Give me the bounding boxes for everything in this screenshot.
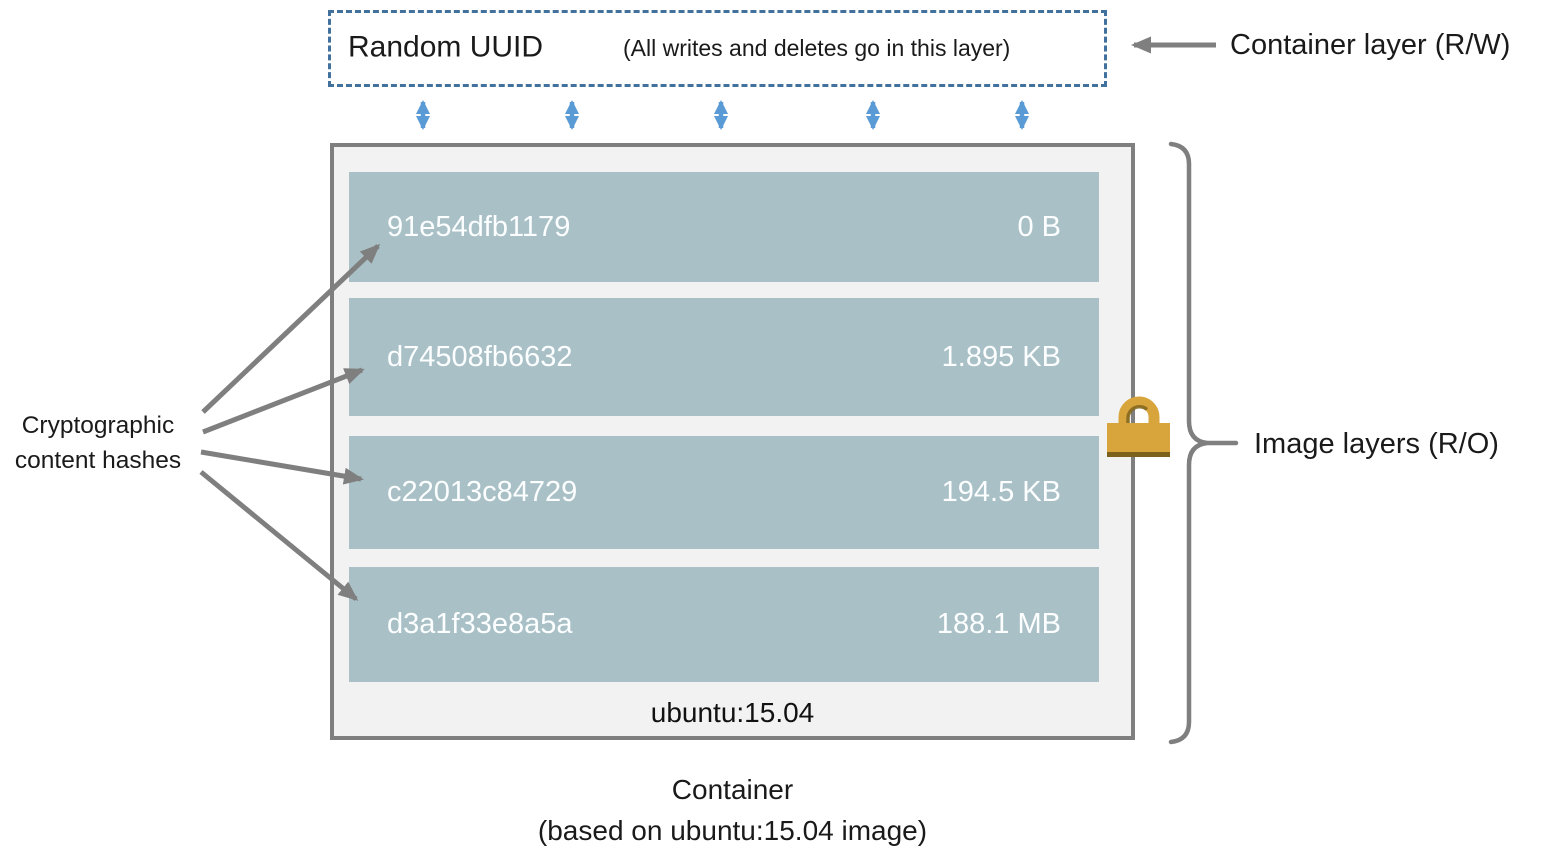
layer-hash: d3a1f33e8a5a [387,608,573,640]
crypto-hashes-label: Cryptographic content hashes [0,408,196,478]
container-layer-box: Random UUID (All writes and deletes go i… [328,10,1107,87]
container-layer-rw-label: Container layer (R/W) [1230,29,1511,61]
image-layer-row: 91e54dfb1179 0 B [349,172,1099,282]
image-layers-brace [1168,141,1239,745]
random-uuid-label: Random UUID [348,30,544,64]
image-layers-ro-label: Image layers (R/O) [1254,428,1499,460]
layer-size: 194.5 KB [941,476,1061,508]
layer-size: 188.1 MB [936,608,1061,640]
layer-size: 1.895 KB [941,340,1061,373]
caption-subtitle: (based on ubuntu:15.04 image) [537,815,928,846]
caption-title: Container [671,774,794,805]
layer-size: 0 B [1017,210,1061,243]
image-layer-row: c22013c84729 194.5 KB [349,436,1099,549]
image-stack-box: 91e54dfb1179 0 B d74508fb6632 1.895 KB c… [330,143,1135,740]
image-layer-row: d3a1f33e8a5a 188.1 MB [349,567,1099,682]
crypto-hashes-label-line2: content hashes [14,447,182,474]
image-layer-row: d74508fb6632 1.895 KB [349,298,1099,416]
base-image-tag: ubuntu:15.04 [650,697,815,728]
layer-hash: 91e54dfb1179 [387,210,571,243]
layer-hash: d74508fb6632 [387,340,573,373]
writes-deletes-note: (All writes and deletes go in this layer… [623,34,1011,61]
layer-hash: c22013c84729 [387,476,578,508]
diagram-caption: Container (based on ubuntu:15.04 image) [330,769,1135,851]
crypto-hashes-label-line1: Cryptographic [21,412,175,439]
